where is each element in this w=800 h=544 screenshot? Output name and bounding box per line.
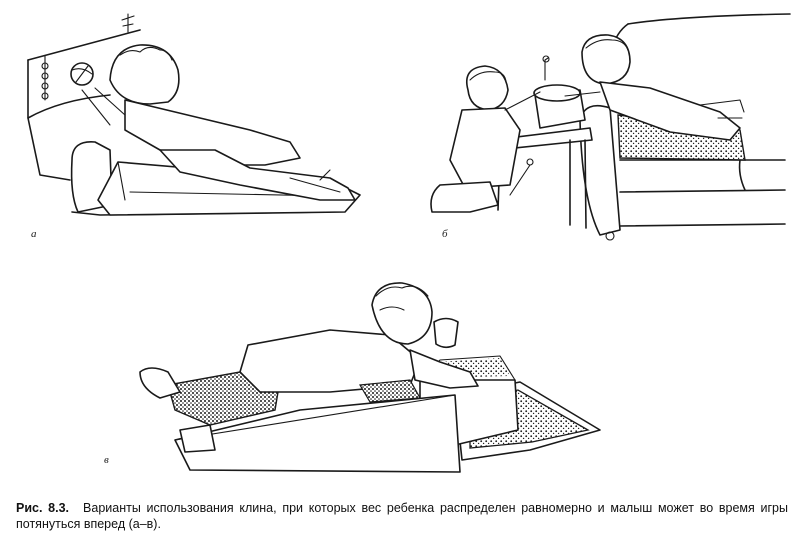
panel-label-a: а bbox=[31, 228, 37, 240]
caption-label: Рис. 8.3. bbox=[16, 501, 70, 515]
figure-illustration bbox=[27, 13, 791, 473]
panel-b-drawing bbox=[430, 13, 791, 241]
panel-label-b: б bbox=[442, 228, 448, 240]
panel-c-drawing bbox=[139, 282, 601, 473]
panel-label-c: в bbox=[104, 454, 109, 466]
caption-text: Варианты использования клина, при которы… bbox=[16, 501, 788, 531]
panel-a-drawing bbox=[27, 13, 361, 216]
figure-caption: Рис. 8.3.Варианты использования клина, п… bbox=[16, 500, 788, 532]
